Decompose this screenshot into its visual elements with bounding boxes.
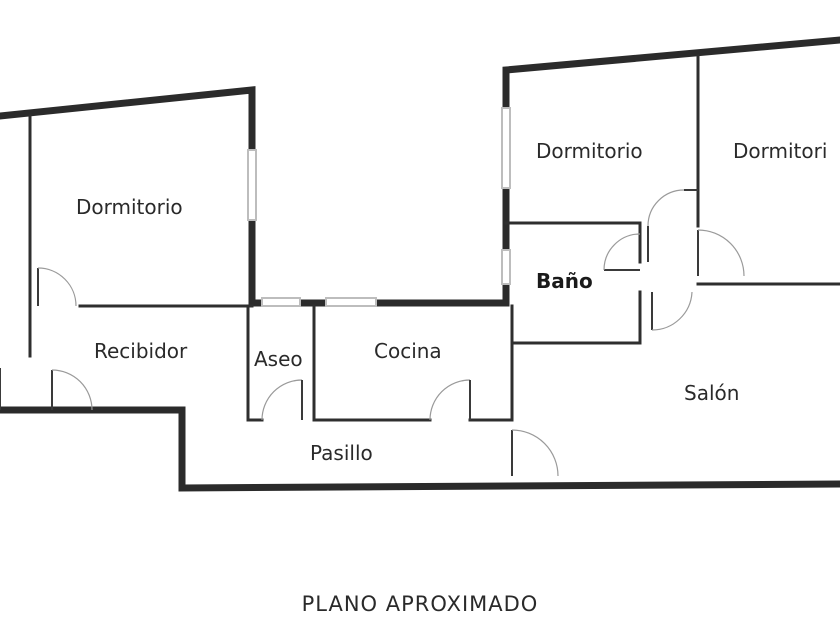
window-bathroom bbox=[501, 249, 511, 285]
window-left-bedroom bbox=[247, 149, 257, 221]
room-label-dormitorio-left: Dormitorio bbox=[76, 195, 183, 219]
room-labels: Dormitorio Dormitorio Dormitori Recibido… bbox=[76, 139, 827, 465]
room-label-dormitorio-right: Dormitori bbox=[733, 139, 827, 163]
room-label-dormitorio-center: Dormitorio bbox=[536, 139, 643, 163]
window-aseo bbox=[261, 297, 301, 307]
room-label-recibidor: Recibidor bbox=[94, 339, 188, 363]
room-label-aseo: Aseo bbox=[254, 347, 303, 371]
room-label-pasillo: Pasillo bbox=[310, 441, 373, 465]
window-kitchen bbox=[325, 297, 377, 307]
window-right-bedroom bbox=[501, 107, 511, 189]
room-label-cocina: Cocina bbox=[374, 339, 442, 363]
doors bbox=[0, 189, 745, 477]
room-label-salon: Salón bbox=[684, 381, 739, 405]
plan-caption: PLANO APROXIMADO bbox=[301, 592, 539, 616]
interior-walls bbox=[28, 54, 840, 422]
windows bbox=[247, 107, 511, 307]
room-label-bano: Baño bbox=[536, 269, 593, 293]
